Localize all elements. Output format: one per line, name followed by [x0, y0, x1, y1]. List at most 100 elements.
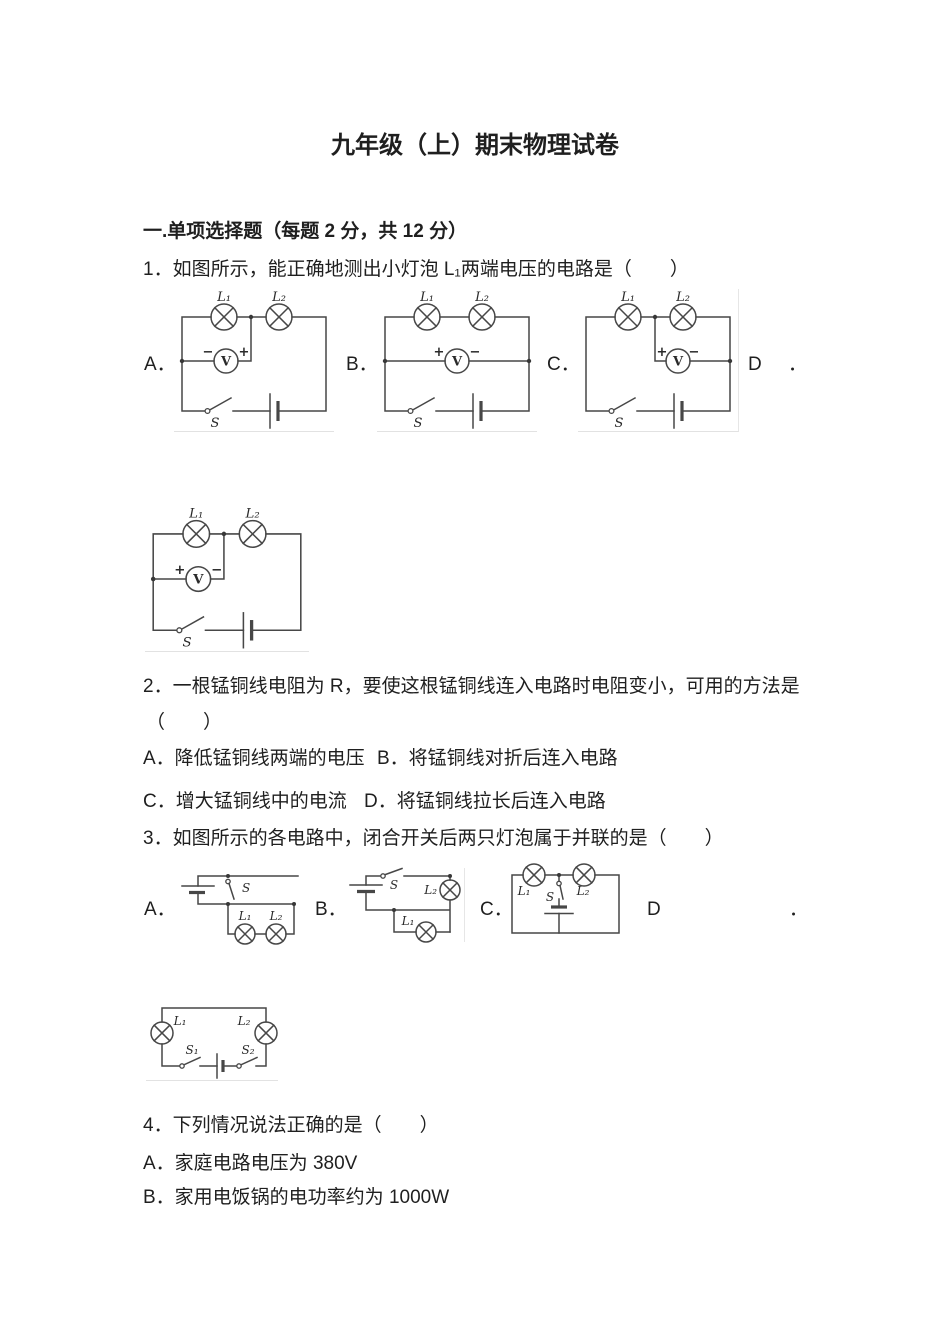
- voltmeter-label: V: [451, 355, 463, 370]
- lamp-l2-icon: [238, 519, 267, 549]
- q2-option-a: A．降低锰铜线两端的电压: [143, 748, 365, 769]
- lamp-l2-label: L₂: [237, 1014, 251, 1028]
- voltmeter-label: V: [672, 355, 684, 370]
- q3-option-c-label: C．: [480, 899, 513, 920]
- circuit-q3-option-d-diagram: L₁ L₂ S₁ S₂: [146, 1007, 278, 1081]
- plus-sign: +: [434, 345, 445, 360]
- lamp-l1-icon: [182, 519, 211, 549]
- q1-text: 1．如图所示，能正确地测出小灯泡 L₁两端电压的电路是（ ）: [143, 259, 689, 280]
- plus-sign: +: [174, 563, 185, 578]
- circuit-q3-option-b-diagram: S L₂ L₁: [349, 867, 465, 943]
- switch-s2-label: S₂: [241, 1043, 254, 1057]
- lamp-l2-label: L₂: [245, 507, 260, 522]
- lamp-l2-icon: [572, 863, 596, 887]
- circuit-q1-option-d-diagram: L₁ L₂ V + − S: [145, 507, 309, 652]
- page-title: 九年级（上）期末物理试卷: [331, 132, 619, 159]
- q3-option-b-label: B．: [315, 899, 347, 920]
- lamp-l2-icon: [468, 303, 496, 331]
- q3-option-a-label: A．: [144, 899, 176, 920]
- switch-icon: [225, 878, 235, 900]
- q1-option-d-label: D: [748, 354, 762, 375]
- lamp-l2-icon: [669, 303, 697, 331]
- lamp-l1-icon: [150, 1021, 174, 1045]
- switch-label: S: [546, 890, 554, 904]
- q3-text: 3．如图所示的各电路中，闭合开关后两只灯泡属于并联的是（ ）: [143, 828, 724, 849]
- circuit-q1-option-b-diagram: L₁ L₂ V + − S: [377, 290, 537, 432]
- switch-label: S: [182, 636, 191, 651]
- battery-icon: [544, 905, 574, 915]
- q3-option-d-period: ．: [789, 899, 809, 920]
- switch-icon: [556, 880, 564, 900]
- voltmeter-label: V: [220, 355, 232, 370]
- switch-icon: [380, 867, 403, 879]
- switch-s1-icon: [179, 1056, 201, 1069]
- switch-s1-label: S₁: [185, 1043, 198, 1057]
- lamp-l2-icon: [265, 303, 293, 331]
- q2-text-line1: 2．一根锰铜线电阻为 R，要使这根锰铜线连入电路时电阻变小，可用的方法是: [143, 676, 800, 697]
- voltmeter-icon: [665, 348, 691, 374]
- minus-sign: −: [689, 345, 700, 360]
- minus-sign: −: [203, 345, 214, 360]
- lamp-l2-label: L₂: [675, 290, 690, 305]
- voltmeter-label: V: [192, 572, 204, 588]
- battery-icon: [349, 884, 383, 894]
- section1-heading: 一.单项选择题（每题 2 分，共 12 分）: [143, 221, 468, 242]
- lamp-l2-icon: [439, 879, 461, 901]
- lamp-l1-label: L₁: [173, 1014, 187, 1028]
- lamp-l2-label: L₂: [269, 909, 283, 923]
- lamp-l1-icon: [415, 921, 437, 943]
- voltmeter-icon: [444, 348, 470, 374]
- plus-sign: +: [657, 345, 668, 360]
- battery-icon: [216, 1053, 225, 1079]
- switch-label: S: [414, 416, 423, 431]
- q1-option-a-label: A．: [144, 354, 176, 375]
- lamp-l1-icon: [614, 303, 642, 331]
- switch-label: S: [211, 416, 220, 431]
- switch-icon: [608, 396, 637, 415]
- battery-icon: [269, 393, 280, 429]
- q1-option-d-period: ．: [788, 354, 808, 375]
- switch-icon: [204, 396, 233, 415]
- lamp-l1-label: L₁: [188, 507, 203, 522]
- circuit-q1-option-a-diagram: L₁ L₂ V − + S: [174, 290, 334, 432]
- lamp-l1-icon: [234, 923, 256, 945]
- q1-option-c-label: C．: [547, 354, 580, 375]
- circuit-q3-option-a-diagram: S L₁ L₂: [181, 874, 299, 945]
- lamp-l1-icon: [522, 863, 546, 887]
- lamp-l2-label: L₂: [474, 290, 489, 305]
- battery-icon: [181, 885, 215, 895]
- switch-icon: [407, 396, 436, 415]
- circuit-q1-option-c-diagram: L₁ L₂ V + − S: [578, 289, 739, 432]
- lamp-l1-icon: [413, 303, 441, 331]
- lamp-l2-label: L₂: [576, 884, 590, 898]
- q2-option-b: B．将锰铜线对折后连入电路: [377, 748, 618, 769]
- battery-icon: [673, 393, 684, 429]
- q3-option-d-label: D: [647, 899, 661, 920]
- lamp-l2-label: L₂: [423, 883, 437, 897]
- minus-sign: −: [470, 345, 481, 360]
- minus-sign: −: [211, 563, 222, 578]
- lamp-l1-label: L₁: [216, 290, 231, 305]
- plus-sign: +: [239, 345, 250, 360]
- switch-s2-icon: [236, 1056, 258, 1069]
- lamp-l1-label: L₁: [419, 290, 434, 305]
- lamp-l1-label: L₁: [517, 884, 531, 898]
- q4-option-b: B．家用电饭锅的电功率约为 1000W: [143, 1187, 450, 1208]
- q2-option-d: D．将锰铜线拉长后连入电路: [364, 791, 606, 812]
- lamp-l1-label: L₁: [238, 909, 252, 923]
- lamp-l2-icon: [254, 1021, 278, 1045]
- q2-option-c: C．增大锰铜线中的电流: [143, 791, 347, 812]
- lamp-l1-label: L₁: [401, 914, 415, 928]
- voltmeter-icon: [185, 565, 212, 593]
- battery-icon: [242, 612, 254, 649]
- lamp-l1-icon: [210, 303, 238, 331]
- switch-label: S: [615, 416, 624, 431]
- lamp-l2-icon: [265, 923, 287, 945]
- lamp-l2-label: L₂: [271, 290, 286, 305]
- switch-label: S: [390, 878, 398, 892]
- circuit-q3-option-c-diagram: L₁ L₂ S: [511, 863, 620, 934]
- q1-option-b-label: B．: [346, 354, 378, 375]
- battery-icon: [472, 393, 483, 429]
- q2-text-line2: （ ）: [146, 712, 223, 733]
